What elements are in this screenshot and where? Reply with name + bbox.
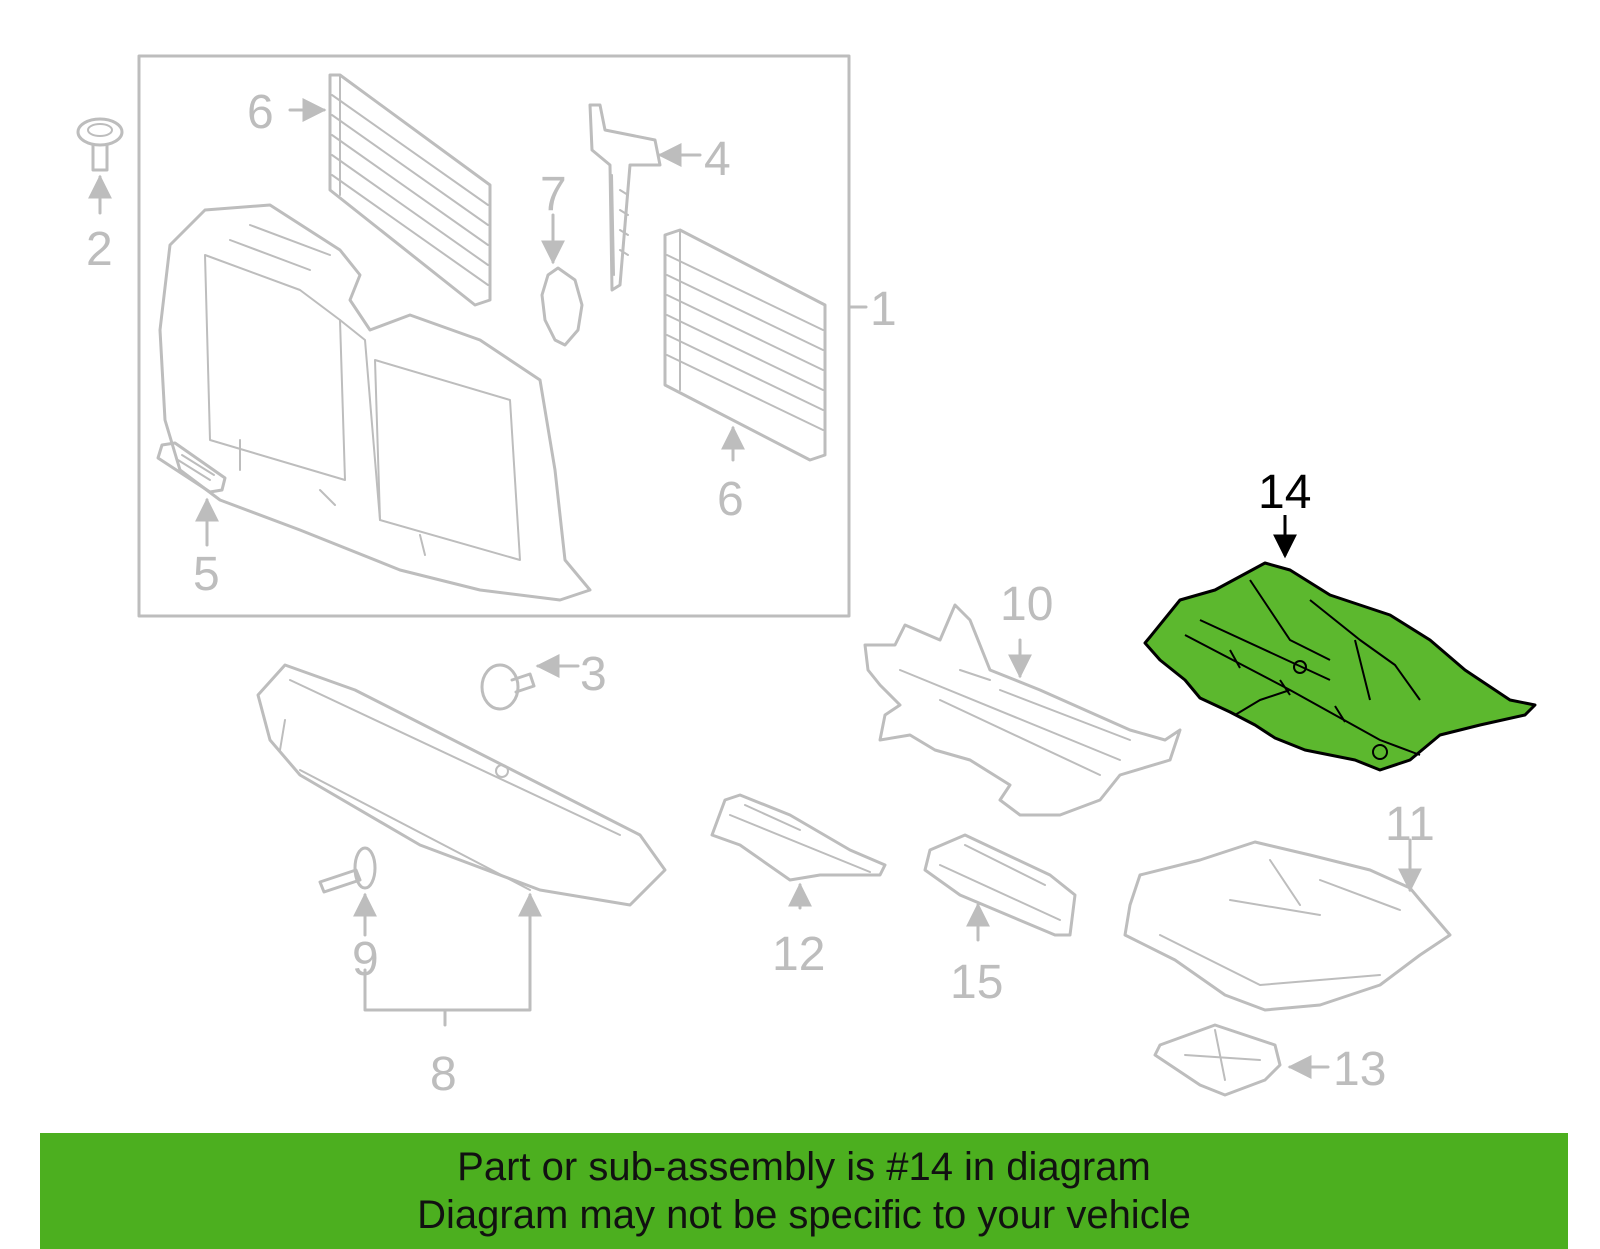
label-7: 7: [540, 168, 567, 221]
label-15: 15: [950, 956, 1003, 1009]
banner-line-part: Part or sub-assembly is #14 in diagram: [457, 1145, 1151, 1189]
part-6-lower-shutter[interactable]: [663, 228, 827, 462]
label-11: 11: [1385, 798, 1435, 851]
label-14: 14: [1258, 466, 1311, 519]
label-5: 5: [193, 548, 220, 601]
part-14-engine-undershield[interactable]: [1143, 561, 1537, 772]
label-13: 13: [1333, 1043, 1386, 1096]
part-12-bracket[interactable]: [710, 793, 887, 882]
part-15-bracket[interactable]: [923, 833, 1077, 937]
label-3: 3: [580, 648, 607, 701]
part-6-upper-shutter[interactable]: [328, 73, 492, 307]
label-12: 12: [772, 928, 825, 981]
part-11-lower-shield[interactable]: [1123, 840, 1452, 1012]
part-13-small-shield[interactable]: [1153, 1023, 1282, 1097]
part-5-emblem[interactable]: [156, 441, 227, 494]
part-2-clip[interactable]: [76, 117, 124, 172]
label-6-lower: 6: [717, 473, 744, 526]
label-4: 4: [704, 133, 731, 186]
label-1: 1: [870, 283, 897, 336]
label-6-upper: 6: [247, 86, 274, 139]
label-2: 2: [86, 223, 113, 276]
label-10: 10: [1000, 578, 1053, 631]
banner-line-disclaimer: Diagram may not be specific to your vehi…: [417, 1193, 1191, 1237]
part-1-frame[interactable]: [158, 203, 592, 602]
label-8: 8: [430, 1048, 457, 1101]
part-10-carrier[interactable]: [863, 603, 1182, 817]
part-9-push-pin[interactable]: [318, 846, 377, 894]
part-3-clip[interactable]: [480, 663, 536, 711]
leader-lines: [88, 98, 1422, 1079]
label-9: 9: [352, 933, 379, 986]
part-7-seal[interactable]: [540, 266, 584, 347]
assembly-box: [137, 54, 851, 618]
part-4-bracket[interactable]: [588, 103, 662, 292]
part-8-deflector[interactable]: [256, 663, 667, 907]
info-banner: Part or sub-assembly is #14 in diagram D…: [40, 1133, 1568, 1249]
